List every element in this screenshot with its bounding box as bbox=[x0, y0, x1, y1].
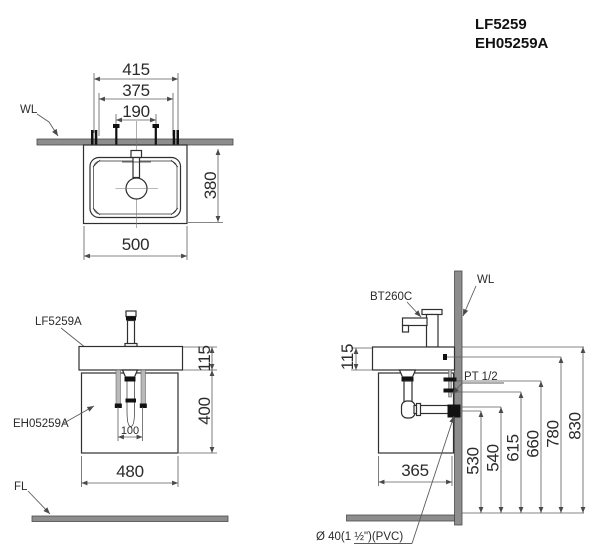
dim-100-label: 100 bbox=[121, 425, 139, 437]
dim-190-label: 190 bbox=[122, 102, 149, 121]
wall-line-label-side: WL bbox=[477, 274, 495, 286]
title-block: LF5259 EH05259A bbox=[475, 16, 549, 52]
supply-leader-line bbox=[452, 382, 463, 395]
drain-trap-side bbox=[398, 369, 461, 419]
faucet-model-label: BT260C bbox=[370, 291, 412, 303]
dim-400: 400 bbox=[179, 370, 217, 454]
wall-line-label: WL bbox=[20, 104, 38, 116]
dim-400-label: 400 bbox=[195, 397, 214, 424]
dim-375-label: 375 bbox=[122, 81, 149, 100]
floor-section-bar-side bbox=[346, 514, 455, 522]
floor-line-label: FL bbox=[14, 481, 28, 493]
basin-side-outline bbox=[371, 346, 456, 371]
drain-hole-top-view bbox=[115, 177, 158, 200]
cabinet-leader-line bbox=[63, 405, 95, 424]
dim-380: 380 bbox=[188, 149, 223, 223]
dim-540-label: 540 bbox=[484, 444, 503, 471]
wall-leader-side bbox=[462, 285, 477, 317]
dim-115-side: 115 bbox=[338, 344, 372, 371]
supply-valve-side bbox=[443, 369, 457, 398]
wall-section-bar-side bbox=[454, 270, 463, 526]
wall-leader-line bbox=[36, 113, 59, 137]
height-reference-lines bbox=[457, 346, 584, 514]
wall-bracket-bolts bbox=[91, 130, 179, 151]
side-view: WL BT260C 115 PT 1/2 bbox=[316, 270, 586, 544]
basin-front-outline bbox=[78, 345, 184, 371]
faucet-leader-line bbox=[406, 301, 422, 318]
dim-115-front-label: 115 bbox=[195, 345, 214, 371]
model-number-primary: LF5259 bbox=[475, 16, 527, 33]
dim-100: 100 bbox=[117, 407, 143, 441]
bracket-bolt-head bbox=[443, 354, 447, 360]
dim-830-label: 830 bbox=[566, 412, 585, 439]
dim-480: 480 bbox=[81, 456, 179, 487]
floor-leader-line bbox=[27, 490, 51, 515]
dim-500: 500 bbox=[83, 226, 188, 260]
cabinet-model-label: EH05259A bbox=[13, 418, 69, 430]
dim-615-label: 615 bbox=[504, 434, 523, 461]
plan-view: WL 415 375 190 bbox=[20, 60, 234, 260]
model-number-secondary: EH05259A bbox=[475, 35, 549, 52]
supply-pipes-front bbox=[114, 369, 147, 408]
dim-415: 415 bbox=[93, 60, 179, 133]
bowl-corner-chamfers bbox=[92, 159, 179, 216]
dim-660-label: 660 bbox=[524, 430, 543, 457]
dim-375: 375 bbox=[98, 81, 174, 136]
supply-connection-label: PT 1/2 bbox=[464, 371, 498, 383]
dim-115-side-label: 115 bbox=[338, 344, 357, 370]
drain-pipe-label: Ø 40(1 ½")(PVC) bbox=[316, 531, 403, 543]
dim-480-label: 480 bbox=[116, 462, 143, 481]
basin-model-label: LF5259A bbox=[35, 316, 82, 328]
wall-section-bar bbox=[36, 138, 234, 146]
dim-530-label: 530 bbox=[464, 447, 483, 474]
floor-section-bar bbox=[31, 515, 229, 522]
dim-415-label: 415 bbox=[122, 60, 149, 79]
dim-780-label: 780 bbox=[544, 420, 563, 447]
dim-500-label: 500 bbox=[122, 235, 149, 254]
front-view: LF5259A bbox=[13, 310, 229, 522]
dim-365: 365 bbox=[378, 456, 453, 486]
dim-365-label: 365 bbox=[401, 461, 428, 480]
drain-leader-line bbox=[411, 415, 455, 544]
height-dimension-lines bbox=[478, 347, 586, 513]
drain-trap-front bbox=[121, 369, 139, 427]
dim-380-label: 380 bbox=[201, 172, 220, 199]
cabinet-front-outline bbox=[80, 372, 179, 454]
